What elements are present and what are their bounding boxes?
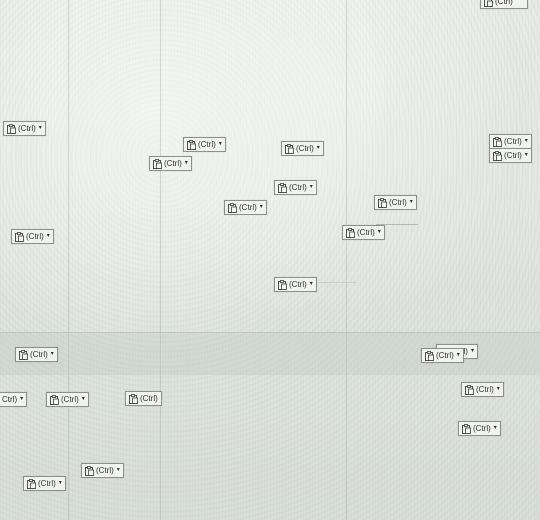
paste-options-label: (Ctrl) bbox=[61, 395, 79, 404]
clipboard-paste-icon bbox=[346, 227, 355, 238]
chevron-down-icon: ▾ bbox=[377, 229, 381, 235]
paste-options-button[interactable]: (Ctrl) ▾ bbox=[3, 121, 46, 136]
paste-options-label: (Ctrl) bbox=[289, 183, 307, 192]
paste-options-button[interactable]: (Ctrl) ▾ bbox=[46, 392, 89, 407]
paste-options-button[interactable]: (Ctrl) ▾ bbox=[81, 463, 124, 478]
chevron-down-icon: ▾ bbox=[184, 160, 188, 166]
paste-options-label: (Ctrl) bbox=[476, 385, 494, 394]
paste-options-button[interactable]: (Ctrl) ▾ bbox=[183, 137, 226, 152]
clipboard-paste-icon bbox=[465, 384, 474, 395]
clipboard-paste-icon bbox=[153, 158, 162, 169]
clipboard-paste-icon bbox=[278, 279, 287, 290]
clipboard-paste-icon bbox=[15, 231, 24, 242]
paste-options-label: (Ctrl) bbox=[495, 0, 513, 6]
paste-options-button[interactable]: (Ctrl) ▾ bbox=[421, 348, 464, 363]
column-gridline bbox=[68, 0, 69, 520]
column-gridline bbox=[346, 0, 347, 520]
paste-options-button[interactable]: (Ctrl) ▾ bbox=[374, 195, 417, 210]
paste-options-button[interactable]: (Ctrl) bbox=[480, 0, 528, 9]
paste-options-label: (Ctrl) bbox=[504, 151, 522, 160]
paste-options-label: (Ctrl) bbox=[18, 124, 36, 133]
chevron-down-icon: ▾ bbox=[524, 152, 528, 158]
chevron-down-icon: ▾ bbox=[81, 396, 85, 402]
paste-options-button[interactable]: (Ctrl) ▾ bbox=[342, 225, 385, 240]
chevron-down-icon: ▾ bbox=[524, 138, 528, 144]
paste-options-label: (Ctrl) bbox=[38, 479, 56, 488]
clipboard-paste-icon bbox=[278, 182, 287, 193]
chevron-down-icon: ▾ bbox=[20, 396, 24, 402]
paste-options-label: (Ctrl) bbox=[164, 159, 182, 168]
paste-options-label: (Ctrl) bbox=[389, 198, 407, 207]
paste-options-label: (Ctrl) bbox=[26, 232, 44, 241]
clipboard-paste-icon bbox=[85, 465, 94, 476]
chevron-down-icon: ▾ bbox=[309, 281, 313, 287]
clipboard-paste-icon bbox=[484, 0, 493, 7]
chevron-down-icon: ▾ bbox=[218, 141, 222, 147]
paste-options-label: l) bbox=[463, 347, 468, 356]
column-gridline bbox=[160, 0, 161, 520]
clipboard-paste-icon bbox=[187, 139, 196, 150]
chevron-down-icon: ▾ bbox=[259, 204, 263, 210]
paste-options-label: (Ctrl) bbox=[96, 466, 114, 475]
paste-options-button[interactable]: (Ctrl) ▾ bbox=[224, 200, 267, 215]
chevron-down-icon: ▾ bbox=[38, 125, 42, 131]
paste-options-label: (Ctrl) bbox=[198, 140, 216, 149]
paste-options-label: (Ctrl) bbox=[140, 394, 158, 403]
paste-options-button[interactable]: (Ctrl) ▾ bbox=[281, 141, 324, 156]
chevron-down-icon: ▾ bbox=[496, 386, 500, 392]
paste-options-label: (Ctrl) bbox=[289, 280, 307, 289]
paste-options-button[interactable]: (Ctrl) ▾ bbox=[458, 421, 501, 436]
paste-options-button[interactable]: (Ctrl) ▾ bbox=[274, 180, 317, 195]
chevron-down-icon: ▾ bbox=[456, 352, 460, 358]
paste-options-button[interactable]: Ctrl) ▾ bbox=[0, 392, 28, 407]
chevron-down-icon: ▾ bbox=[58, 480, 62, 486]
paste-options-button[interactable]: (Ctrl) bbox=[125, 391, 162, 406]
paste-options-button[interactable]: (Ctrl) ▾ bbox=[274, 277, 317, 292]
cell-border bbox=[316, 282, 356, 283]
paste-options-button[interactable]: (Ctrl) ▾ bbox=[23, 476, 66, 491]
clipboard-paste-icon bbox=[7, 123, 16, 134]
clipboard-paste-icon bbox=[228, 202, 237, 213]
clipboard-paste-icon bbox=[19, 349, 28, 360]
paste-options-label: (Ctrl) bbox=[504, 137, 522, 146]
paste-options-button[interactable]: (Ctrl) ▾ bbox=[489, 148, 532, 163]
clipboard-paste-icon bbox=[493, 136, 502, 147]
chevron-down-icon: ▾ bbox=[470, 348, 474, 354]
clipboard-paste-icon bbox=[425, 350, 434, 361]
paste-options-button[interactable]: (Ctrl) ▾ bbox=[489, 134, 532, 149]
paste-options-label: (Ctrl) bbox=[436, 351, 454, 360]
paste-options-label: (Ctrl) bbox=[357, 228, 375, 237]
paste-options-label: (Ctrl) bbox=[239, 203, 257, 212]
chevron-down-icon: ▾ bbox=[493, 425, 497, 431]
clipboard-paste-icon bbox=[50, 394, 59, 405]
chevron-down-icon: ▾ bbox=[50, 351, 54, 357]
paste-options-button[interactable]: (Ctrl) ▾ bbox=[461, 382, 504, 397]
clipboard-paste-icon bbox=[129, 393, 138, 404]
clipboard-paste-icon bbox=[378, 197, 387, 208]
clipboard-paste-icon bbox=[493, 150, 502, 161]
paste-options-button[interactable]: (Ctrl) ▾ bbox=[15, 347, 58, 362]
chevron-down-icon: ▾ bbox=[46, 233, 50, 239]
chevron-down-icon: ▾ bbox=[316, 145, 320, 151]
paste-options-button[interactable]: (Ctrl) ▾ bbox=[149, 156, 192, 171]
chevron-down-icon: ▾ bbox=[116, 467, 120, 473]
clipboard-paste-icon bbox=[462, 423, 471, 434]
chevron-down-icon: ▾ bbox=[309, 184, 313, 190]
paste-options-button[interactable]: (Ctrl) ▾ bbox=[11, 229, 54, 244]
paste-options-label: (Ctrl) bbox=[296, 144, 314, 153]
paste-options-label: Ctrl) bbox=[2, 395, 18, 404]
chevron-down-icon: ▾ bbox=[409, 199, 413, 205]
cell-border bbox=[376, 224, 418, 225]
paste-options-label: (Ctrl) bbox=[30, 350, 48, 359]
paste-options-label: (Ctrl) bbox=[473, 424, 491, 433]
clipboard-paste-icon bbox=[27, 478, 36, 489]
clipboard-paste-icon bbox=[285, 143, 294, 154]
